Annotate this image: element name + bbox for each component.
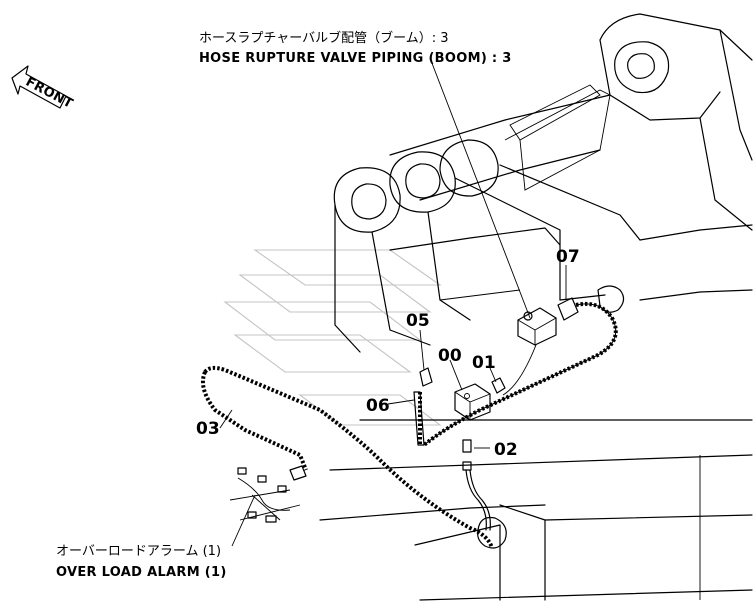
part-06: 06 bbox=[366, 396, 390, 416]
hose-rupture-valve bbox=[517, 307, 557, 346]
hose-main bbox=[422, 301, 618, 447]
fitting-02 bbox=[462, 439, 472, 453]
valve-block-00 bbox=[454, 383, 491, 421]
part-03: 03 bbox=[196, 419, 220, 439]
overload-jp: オーバーロードアラーム (1) bbox=[56, 544, 221, 559]
front-arrow-text: FRONT bbox=[23, 75, 75, 112]
fitting-07 bbox=[557, 297, 579, 321]
part-07: 07 bbox=[556, 247, 580, 267]
watermark bbox=[223, 249, 442, 426]
cable-03 bbox=[203, 365, 494, 549]
part-02: 02 bbox=[494, 440, 518, 460]
part-01: 01 bbox=[472, 353, 496, 373]
overload-en: OVER LOAD ALARM (1) bbox=[56, 565, 227, 580]
hoses bbox=[201, 301, 618, 549]
front-arrow: FRONT bbox=[11, 65, 75, 112]
part-05: 05 bbox=[406, 311, 430, 331]
hose-rupture-en: HOSE RUPTURE VALVE PIPING (BOOM) : 3 bbox=[199, 51, 512, 66]
hose-rupture-jp: ホースラプチャーバルブ配管（ブーム）: 3 bbox=[199, 30, 448, 46]
part-00: 00 bbox=[438, 346, 462, 366]
part-labels: 07 05 00 01 06 02 03 bbox=[196, 247, 580, 460]
callout-hose-rupture: ホースラプチャーバルブ配管（ブーム）: 3 HOSE RUPTURE VALVE… bbox=[199, 30, 512, 66]
callout-overload: オーバーロードアラーム (1) OVER LOAD ALARM (1) bbox=[56, 544, 227, 580]
leader-lines bbox=[219, 57, 567, 547]
boom-structure bbox=[319, 13, 753, 601]
fitting-01 bbox=[491, 377, 506, 394]
fitting-05 bbox=[419, 367, 433, 387]
